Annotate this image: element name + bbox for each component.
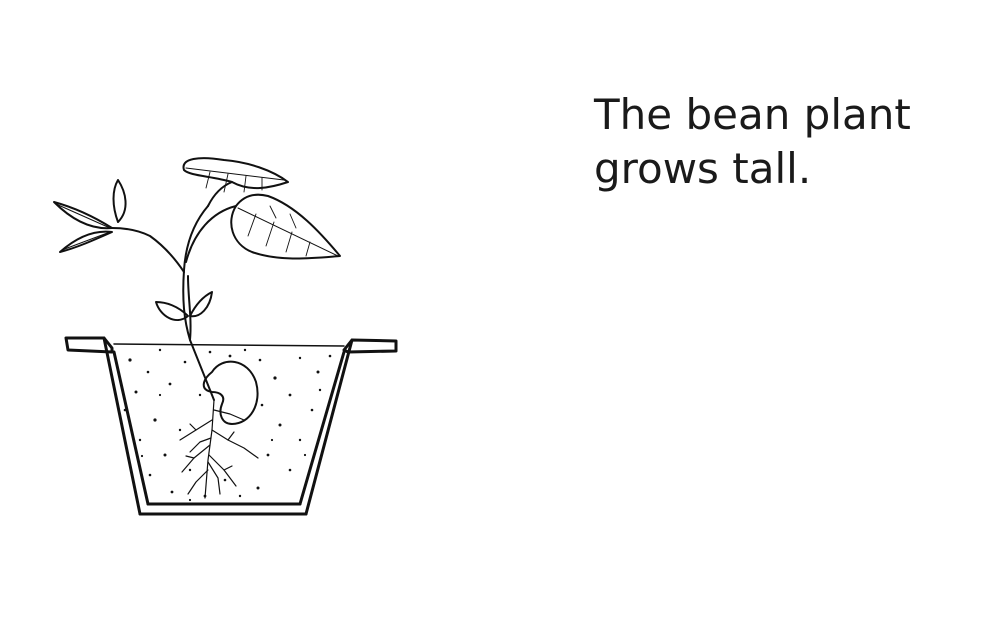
leaves	[53, 157, 341, 321]
roots	[179, 399, 259, 499]
page-caption: The bean plant grows tall.	[594, 88, 994, 196]
pot	[64, 336, 398, 516]
caption-line-2: grows tall.	[594, 144, 812, 193]
caption-line-1: The bean plant	[594, 90, 911, 139]
bean-plant-illustration	[53, 157, 398, 516]
soil	[123, 348, 332, 502]
stem	[111, 181, 237, 401]
